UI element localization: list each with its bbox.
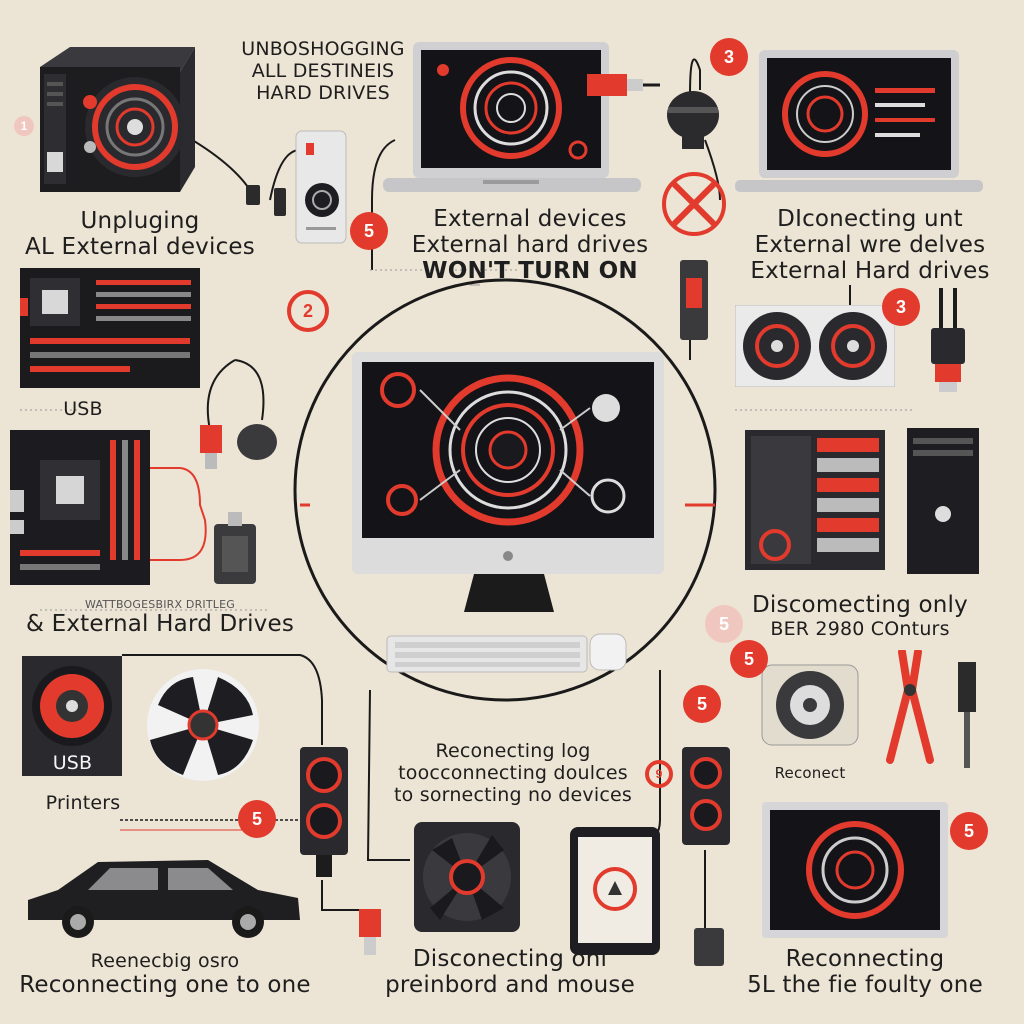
step-badge: 5 [350, 212, 388, 250]
step-badge: 5 [683, 685, 721, 723]
label-line: Disconecting onl [412, 946, 608, 972]
tablet-icon [570, 827, 660, 955]
label-printers: Printers [45, 792, 121, 814]
label-disconnecting-top: DIconecting unt External wre delves Exte… [740, 206, 1000, 284]
label-line: preinbord and mouse [385, 972, 635, 998]
red-plug-icon [359, 909, 381, 955]
portable-drive-icon [214, 512, 256, 584]
label-line: Reconecting log [435, 740, 591, 762]
usb-cable-icon [200, 424, 277, 469]
label-line: HARD DRIVES [256, 82, 390, 104]
label-line: toocconnecting doulces [398, 762, 628, 784]
label-reconnect: Reconect [774, 764, 846, 782]
label-line: ALL DESTINEIS [251, 60, 395, 82]
car-icon [28, 860, 300, 938]
laptop-right-icon [735, 50, 983, 192]
step-badge: 2 [287, 290, 329, 332]
cable-tool-icon [958, 662, 976, 768]
power-plug-icon [931, 288, 965, 392]
label-usb-disc: USB [52, 752, 93, 774]
motherboard-icon [20, 268, 200, 388]
label-usb: USB [63, 398, 103, 420]
label-line: 5L the fie foulty one [747, 972, 983, 998]
label-line: DIconecting unt [777, 206, 963, 232]
step-badge: 3 [710, 38, 748, 76]
pc-case-icon [907, 428, 979, 574]
label-line: External wre delves [754, 232, 986, 258]
hard-drives-icon [735, 305, 895, 387]
step-badge: 5 [238, 800, 276, 838]
usb-disc-drive-icon [22, 656, 122, 776]
label-external-hard-drives: WATTBOGESBIRX DRITLEG & External Hard Dr… [10, 598, 310, 637]
label-line: WATTBOGESBIRX DRITLEG [84, 598, 235, 611]
step-badge: 3 [882, 288, 920, 326]
no-power-icon [662, 172, 726, 236]
step-badge: 5 [730, 640, 768, 678]
title-unbosshogging: UNBOSHOGGING ALL DESTINEIS HARD DRIVES [228, 38, 418, 104]
laptop-icon [383, 42, 641, 192]
label-line: AL External devices [25, 234, 255, 260]
label-line: to sornecting no devices [394, 784, 632, 806]
monitor-right-icon [762, 802, 948, 938]
keyboard-mouse-icon [386, 633, 627, 673]
label-line: External Hard drives [750, 258, 990, 284]
speaker-icon [300, 747, 348, 877]
label-line: Discomecting only [752, 592, 968, 618]
label-disconnecting-only: Discomecting only BER 2980 COnturs [740, 592, 980, 640]
desktop-monitor-icon [352, 352, 664, 612]
usb-plug-icon [587, 74, 643, 96]
label-line: Unpluging [80, 208, 200, 234]
label-line: External devices [433, 206, 627, 232]
label-disconnecting-bottom: Disconecting onl preinbord and mouse [360, 946, 660, 998]
adapter-icon [694, 928, 724, 966]
label-reconnecting-faulty: Reconnecting 5L the fie foulty one [725, 946, 1005, 998]
label-external-devices: External devices External hard drives WO… [395, 206, 665, 284]
cooling-fan-icon [147, 669, 259, 781]
label-line: Reconnecting one to one [19, 972, 311, 998]
speaker-right-icon [682, 747, 730, 845]
motherboard-2-icon [10, 430, 150, 585]
label-reconnecting-devices: Reconecting log toocconnecting doulces t… [378, 740, 648, 806]
pliers-icon [886, 650, 934, 764]
label-line: Reenecbig osro [90, 950, 240, 972]
label-line: UNBOSHOGGING [241, 38, 405, 60]
external-drive-icon [295, 130, 347, 244]
label-line: External hard drives [411, 232, 649, 258]
label-line: & External Hard Drives [25, 611, 295, 637]
usb-stick-icon [680, 260, 708, 340]
step-badge: 9 [645, 760, 673, 788]
server-rack-icon [745, 430, 885, 570]
cable-plug-icon [246, 185, 286, 216]
mouse-device-icon [667, 91, 719, 149]
label-unplugging: Unpluging AL External devices [20, 208, 260, 260]
label-line: BER 2980 COnturs [770, 618, 950, 640]
step-badge: 1 [14, 116, 34, 136]
step-badge: 5 [950, 812, 988, 850]
pc-tower-icon [40, 47, 195, 192]
label-line: WON'T TURN ON [422, 258, 638, 284]
step-badge: 5 [705, 605, 743, 643]
tape-reel-icon [761, 664, 859, 746]
label-line: Reconnecting [785, 946, 945, 972]
label-reconnecting-one-to-one: Reenecbig osro Reconnecting one to one [15, 950, 315, 998]
case-fan-icon [414, 822, 520, 932]
